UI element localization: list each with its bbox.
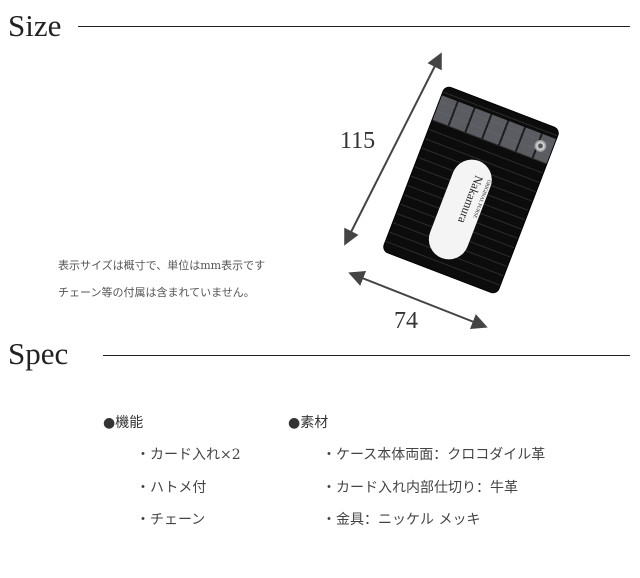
size-note-line-1: 表示サイズは概寸で、単位はmm表示です xyxy=(58,259,266,272)
spec-divider xyxy=(103,355,630,356)
material-title: ●素材 xyxy=(288,415,329,431)
function-item: ・カード入れ×2 xyxy=(136,447,241,463)
size-heading: Size xyxy=(8,8,62,43)
material-item: ・カード入れ内部仕切り：牛革 xyxy=(322,480,518,496)
width-arrow xyxy=(348,270,488,330)
function-item: ・チェーン xyxy=(136,512,206,528)
size-note-line-2: チェーン等の付属は含まれていません。 xyxy=(58,286,255,299)
material-item: ・金具：ニッケル メッキ xyxy=(322,512,481,528)
size-divider xyxy=(78,26,630,27)
material-item: ・ケース本体両面：クロコダイル革 xyxy=(322,447,546,463)
function-title: ●機能 xyxy=(103,415,144,431)
height-arrow xyxy=(344,52,442,246)
height-label: 115 xyxy=(340,128,376,154)
width-label: 74 xyxy=(394,308,418,334)
function-item: ・ハトメ付 xyxy=(136,480,207,496)
spec-heading: Spec xyxy=(8,336,69,371)
